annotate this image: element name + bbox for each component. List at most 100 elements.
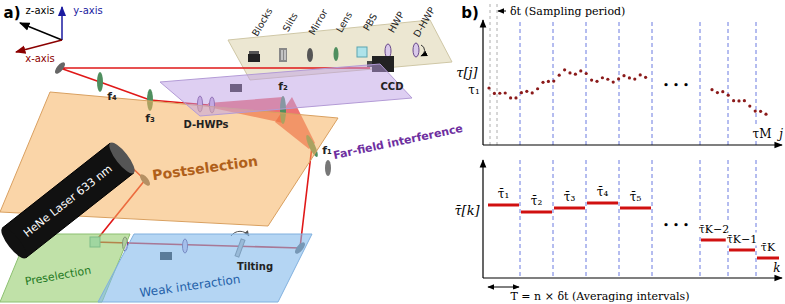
sample-point xyxy=(748,104,751,107)
average-segment xyxy=(521,211,552,214)
average-segment xyxy=(488,204,519,207)
annotation: δt (Sampling period) xyxy=(509,5,626,18)
lens-label: f₁ xyxy=(321,144,333,157)
sample-point xyxy=(487,86,490,89)
sample-point xyxy=(563,68,566,71)
average-label: τ̄₄ xyxy=(596,185,609,199)
average-label: τ̄₁ xyxy=(497,187,510,201)
interval-line xyxy=(700,22,701,145)
sample-point xyxy=(498,92,501,95)
node-label: Far-field interference xyxy=(332,122,464,162)
sample-point xyxy=(574,73,577,76)
annotation: T = n × δt (Averaging intervals) xyxy=(510,290,691,303)
ellipsis: • • • xyxy=(662,219,690,232)
axis-label: x-axis xyxy=(24,53,56,64)
slit-icon xyxy=(285,50,286,60)
sample-point xyxy=(764,113,767,116)
average-label: τ̄₂ xyxy=(530,194,543,208)
dhwp-icon xyxy=(421,45,425,56)
axis-label: z-axis xyxy=(25,5,56,16)
average-label: τ̄₅ xyxy=(629,190,642,204)
sample-point xyxy=(721,90,724,93)
point-label: τM xyxy=(752,127,773,141)
component-label: CCD xyxy=(380,81,405,92)
sample-point xyxy=(579,69,582,72)
legend-label: Slits xyxy=(280,11,300,34)
sample-point xyxy=(759,110,762,113)
slit-icon xyxy=(282,50,283,60)
interval-line xyxy=(619,22,620,145)
interval-line xyxy=(520,22,521,145)
sample-point xyxy=(595,80,598,83)
sample-point xyxy=(743,99,746,102)
mirror xyxy=(53,61,67,76)
sample-point xyxy=(633,77,636,80)
block-icon xyxy=(249,51,259,54)
sample-point xyxy=(612,80,615,83)
sample-point xyxy=(541,81,544,84)
axis-label: j xyxy=(778,127,784,141)
sample-point xyxy=(509,96,512,99)
lens xyxy=(97,72,103,92)
z-axis-arrow xyxy=(20,23,62,40)
interval-line xyxy=(586,160,587,278)
interval-arrow xyxy=(488,287,519,288)
interval-line xyxy=(553,160,554,278)
sample-point xyxy=(531,91,534,94)
node-outline xyxy=(160,58,466,164)
sample-point xyxy=(727,94,730,97)
sample-point xyxy=(639,73,642,76)
component-label: D-HWPs xyxy=(182,119,229,130)
sample-point xyxy=(504,91,507,94)
lens-label: f₃ xyxy=(144,112,156,125)
slit-icon xyxy=(279,48,287,62)
time-series-plots xyxy=(483,4,782,287)
sample-point xyxy=(737,99,740,102)
interval-line xyxy=(652,160,653,278)
plot-axis xyxy=(483,144,782,145)
lens-icon xyxy=(334,47,339,61)
ellipsis: • • • xyxy=(662,79,690,92)
interval-line xyxy=(728,22,729,145)
sampling-arrow xyxy=(498,11,506,12)
sample-point xyxy=(552,79,555,82)
interval-line xyxy=(520,160,521,278)
sample-point xyxy=(520,91,523,94)
sample-point xyxy=(525,90,528,93)
node-label: HeNe Laser 633 nm xyxy=(21,162,115,240)
panel-letter: a) xyxy=(3,4,22,22)
average-segment xyxy=(587,202,618,205)
node-shape xyxy=(160,64,412,116)
sampling-line xyxy=(490,4,491,145)
interval-line xyxy=(700,160,701,278)
sample-point xyxy=(547,80,550,83)
sample-point xyxy=(622,74,625,77)
sample-point xyxy=(568,71,571,74)
weak-interaction-plane: Weak interaction xyxy=(96,230,314,304)
average-segment xyxy=(554,207,585,210)
far-field-plane: Far-field interference xyxy=(160,58,466,164)
sample-point xyxy=(606,78,609,81)
sample-point xyxy=(493,92,496,95)
axis-label: τ[j] xyxy=(455,65,478,80)
interval-line xyxy=(728,160,729,278)
average-segment xyxy=(757,257,779,260)
interval-line xyxy=(619,160,620,278)
average-segment xyxy=(701,239,727,242)
interval-line xyxy=(756,160,757,278)
legend-label: Blocks xyxy=(250,6,275,38)
sample-point xyxy=(514,96,517,99)
sample-point xyxy=(754,109,757,112)
dhwp-icon xyxy=(413,43,419,57)
sample-point xyxy=(628,76,631,79)
average-segment xyxy=(729,249,755,252)
sample-point xyxy=(558,74,561,77)
interval-line xyxy=(652,22,653,145)
sample-point xyxy=(585,72,588,75)
hwp-icon xyxy=(385,44,391,58)
average-segment xyxy=(620,207,651,210)
node-outline xyxy=(96,230,314,304)
y-axis-arrow xyxy=(61,7,63,40)
block-icon xyxy=(248,54,260,62)
